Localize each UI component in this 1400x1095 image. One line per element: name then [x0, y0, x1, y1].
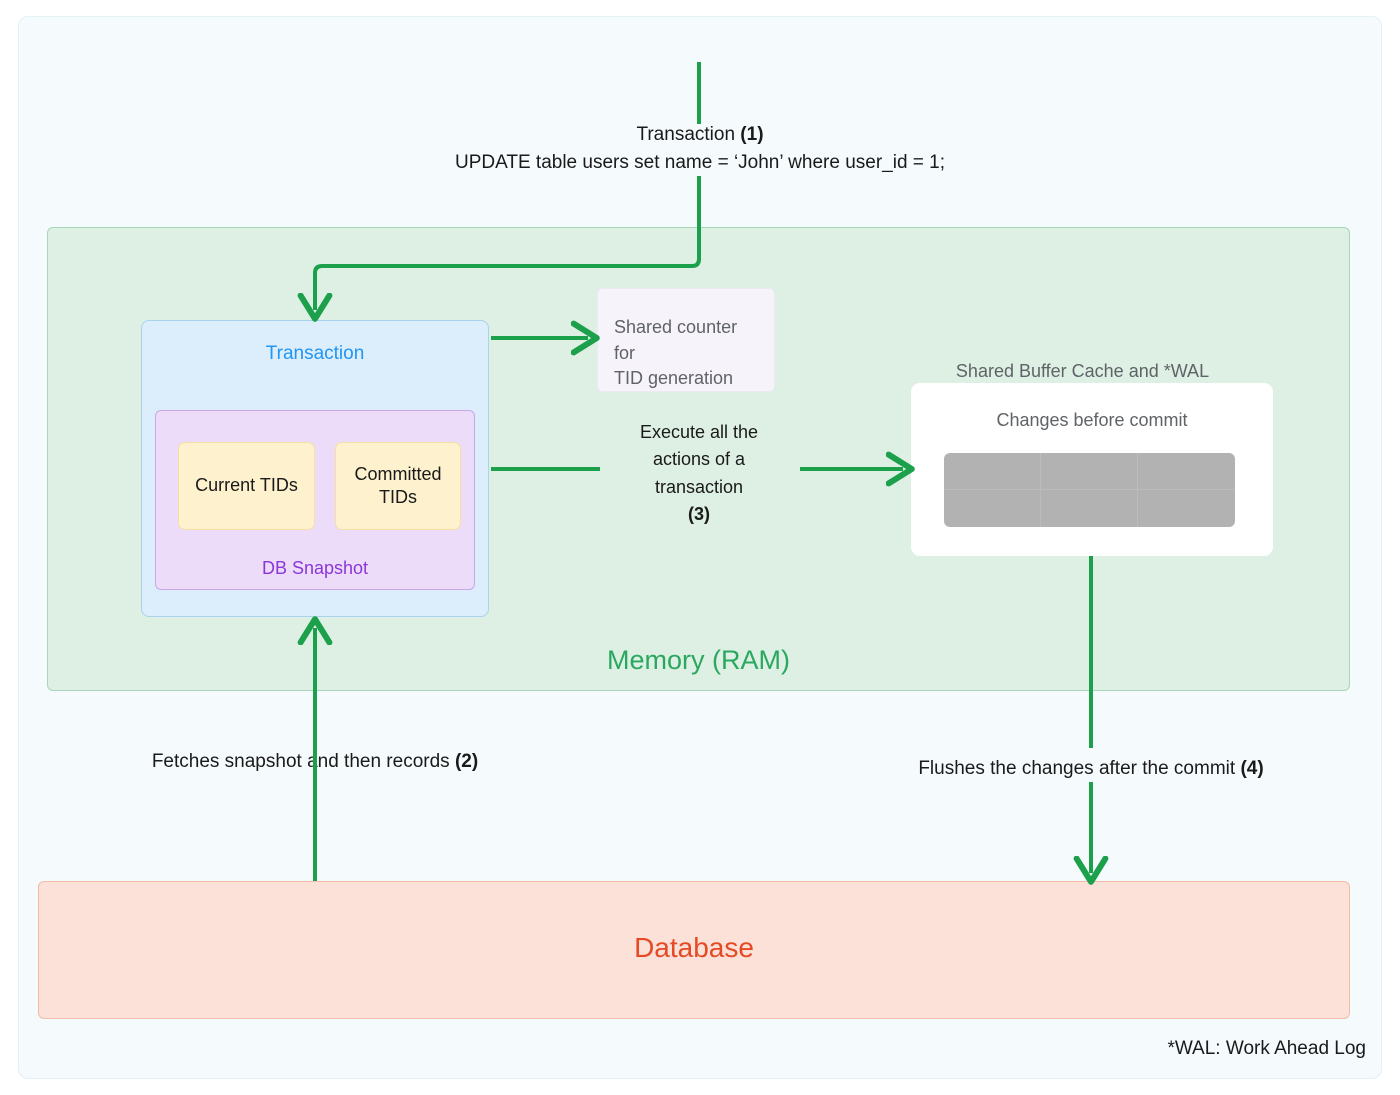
grid-cell [1041, 490, 1138, 527]
current-tids-label: Current TIDs [195, 475, 298, 496]
wal-footnote: *WAL: Work Ahead Log [1167, 1038, 1366, 1059]
execute-step-number: (3) [688, 504, 710, 525]
shared-buffer-cache-title: Shared Buffer Cache and *WAL [955, 361, 1210, 381]
transaction-step-number: (1) [740, 124, 764, 145]
flush-step-number: (4) [1240, 758, 1264, 779]
shared-counter-line2: TID generation [614, 368, 734, 389]
db-snapshot-label: DB Snapshot [261, 558, 369, 578]
flush-changes-caption: Flushes the changes after the commit (4) [868, 756, 1314, 781]
memory-ram-label: Memory (RAM) [607, 645, 790, 675]
committed-tids-label: Committed TIDs [354, 463, 442, 507]
grid-cell [944, 453, 1041, 490]
database-box [38, 881, 1350, 1019]
current-tids-box: Current TIDs [178, 442, 315, 530]
grid-cell [944, 490, 1041, 527]
changes-before-commit-label: Changes before commit [996, 410, 1188, 430]
fetch-caption-text: Fetches snapshot and then records [151, 751, 455, 772]
grid-cell [1041, 453, 1138, 490]
fetch-step-number: (2) [454, 751, 479, 772]
transaction-box-title: Transaction [265, 343, 365, 364]
shared-counter-box: Shared counter for TID generation [597, 288, 775, 392]
execute-actions-caption: Execute all the actions of a transaction… [608, 419, 790, 528]
shared-counter-line1: Shared counter for [614, 317, 738, 363]
transaction-caption-line1: Transaction (1) [0, 122, 1400, 147]
fetch-snapshot-caption: Fetches snapshot and then records (2) [90, 749, 540, 774]
execute-caption-line2: actions of a [652, 449, 746, 470]
transaction-caption-text: Transaction [636, 124, 741, 145]
buffer-cache-grid [944, 453, 1235, 527]
database-label: Database [634, 932, 754, 963]
transaction-sql-statement: UPDATE table users set name = ‘John’ whe… [454, 152, 946, 173]
grid-cell [1138, 490, 1235, 527]
execute-caption-line1: Execute all the [639, 422, 759, 442]
committed-tids-box: Committed TIDs [335, 442, 461, 530]
flush-caption-text: Flushes the changes after the commit [918, 758, 1241, 779]
grid-cell [1138, 453, 1235, 490]
execute-caption-line3: transaction [654, 476, 744, 497]
